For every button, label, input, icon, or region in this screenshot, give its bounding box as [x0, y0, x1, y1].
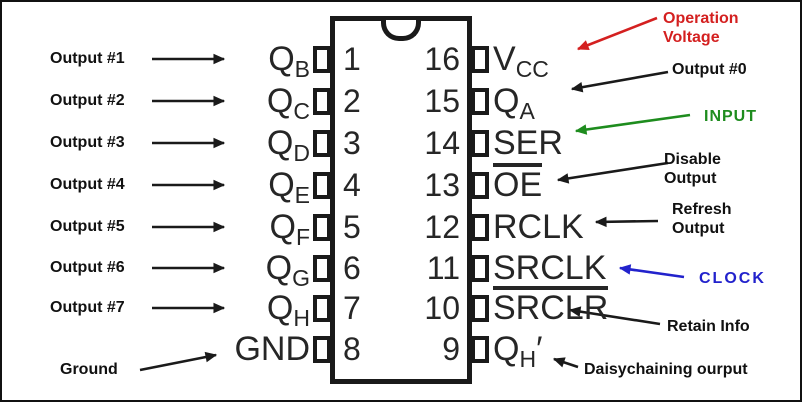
pin-pad-3 [313, 130, 331, 157]
pin-number-8: 8 [343, 331, 361, 367]
pin-number-2: 2 [343, 83, 361, 119]
pin-pad-1 [313, 46, 331, 73]
pin-pad-5 [313, 214, 331, 241]
pin-pad-11 [471, 255, 489, 282]
annotation-output5: Output #5 [50, 218, 125, 235]
arrow-refresh-output [594, 216, 659, 228]
arrow-output0 [570, 70, 669, 93]
annotation-output1: Output #1 [50, 50, 125, 67]
pin-pad-14 [471, 130, 489, 157]
pin-name-ser: SER [493, 124, 563, 162]
pin-name-qh-prime: QH′ [493, 330, 543, 372]
pin-name-qa: QA [493, 82, 535, 124]
arrow-disable-output [556, 161, 669, 184]
annotation-refresh-output: Refresh Output [672, 201, 732, 237]
pin-number-5: 5 [343, 209, 361, 245]
pin-number-10: 10 [424, 290, 460, 326]
pin-name-qf: QF [269, 208, 310, 250]
pin-name-qb: QB [268, 40, 310, 82]
pin-pad-6 [313, 255, 331, 282]
arrow-clock [618, 264, 685, 279]
pin-pad-12 [471, 214, 489, 241]
pin-name-qe: QE [268, 166, 310, 208]
arrow-input [574, 113, 691, 135]
ic-body [330, 16, 472, 384]
arrow-daisychain [552, 357, 579, 369]
annotation-daisychaining: Daisychaining ourput [584, 361, 748, 378]
pin-pad-2 [313, 88, 331, 115]
pin-number-7: 7 [343, 290, 361, 326]
pin-pad-7 [313, 295, 331, 322]
pin-number-14: 14 [424, 125, 460, 161]
arrow-operation-voltage [576, 16, 658, 51]
pin-name-vcc: VCC [493, 40, 549, 82]
pin-name-oe: OE [493, 163, 543, 207]
pin-name-qc: QC [266, 82, 310, 124]
pin-name-rclk: RCLK [493, 208, 584, 246]
pin-number-4: 4 [343, 167, 361, 203]
annotation-output6: Output #6 [50, 259, 125, 276]
pin-number-16: 16 [424, 41, 460, 77]
pin-name-qh: QH [266, 289, 310, 331]
pin-name-qg: QG [265, 249, 310, 291]
pin-number-11: 11 [426, 250, 460, 286]
pin-number-1: 1 [343, 41, 361, 77]
annotation-ground: Ground [60, 361, 118, 378]
annotation-retain-info: Retain Info [667, 318, 750, 335]
ic-notch [381, 20, 421, 41]
annotation-output7: Output #7 [50, 299, 125, 316]
pin-pad-9 [471, 336, 489, 363]
annotation-input: INPUT [704, 108, 757, 125]
pin-pad-15 [471, 88, 489, 115]
pin-name-srclk: SRCLK [493, 249, 607, 287]
pin-pad-16 [471, 46, 489, 73]
annotation-clock: CLOCK [699, 270, 766, 287]
pin-number-9: 9 [442, 331, 460, 367]
pin-pad-4 [313, 172, 331, 199]
pin-number-15: 15 [424, 83, 460, 119]
annotation-output2: Output #2 [50, 92, 125, 109]
pin-number-3: 3 [343, 125, 361, 161]
annotation-output3: Output #3 [50, 134, 125, 151]
pin-pad-13 [471, 172, 489, 199]
pin-name-qd: QD [266, 124, 310, 166]
pin-name-gnd: GND [234, 330, 310, 368]
pin-name-srclr: SRCLR [493, 286, 609, 330]
annotation-output0: Output #0 [672, 61, 747, 78]
annotation-operation-voltage: Operation Voltage [663, 10, 739, 46]
pin-number-6: 6 [343, 250, 361, 286]
pin-number-13: 13 [424, 167, 460, 203]
annotation-disable-output: Disable Output [664, 151, 721, 187]
pin-pad-8 [313, 336, 331, 363]
pin-pad-10 [471, 295, 489, 322]
annotation-output4: Output #4 [50, 176, 125, 193]
pin-number-12: 12 [424, 209, 460, 245]
